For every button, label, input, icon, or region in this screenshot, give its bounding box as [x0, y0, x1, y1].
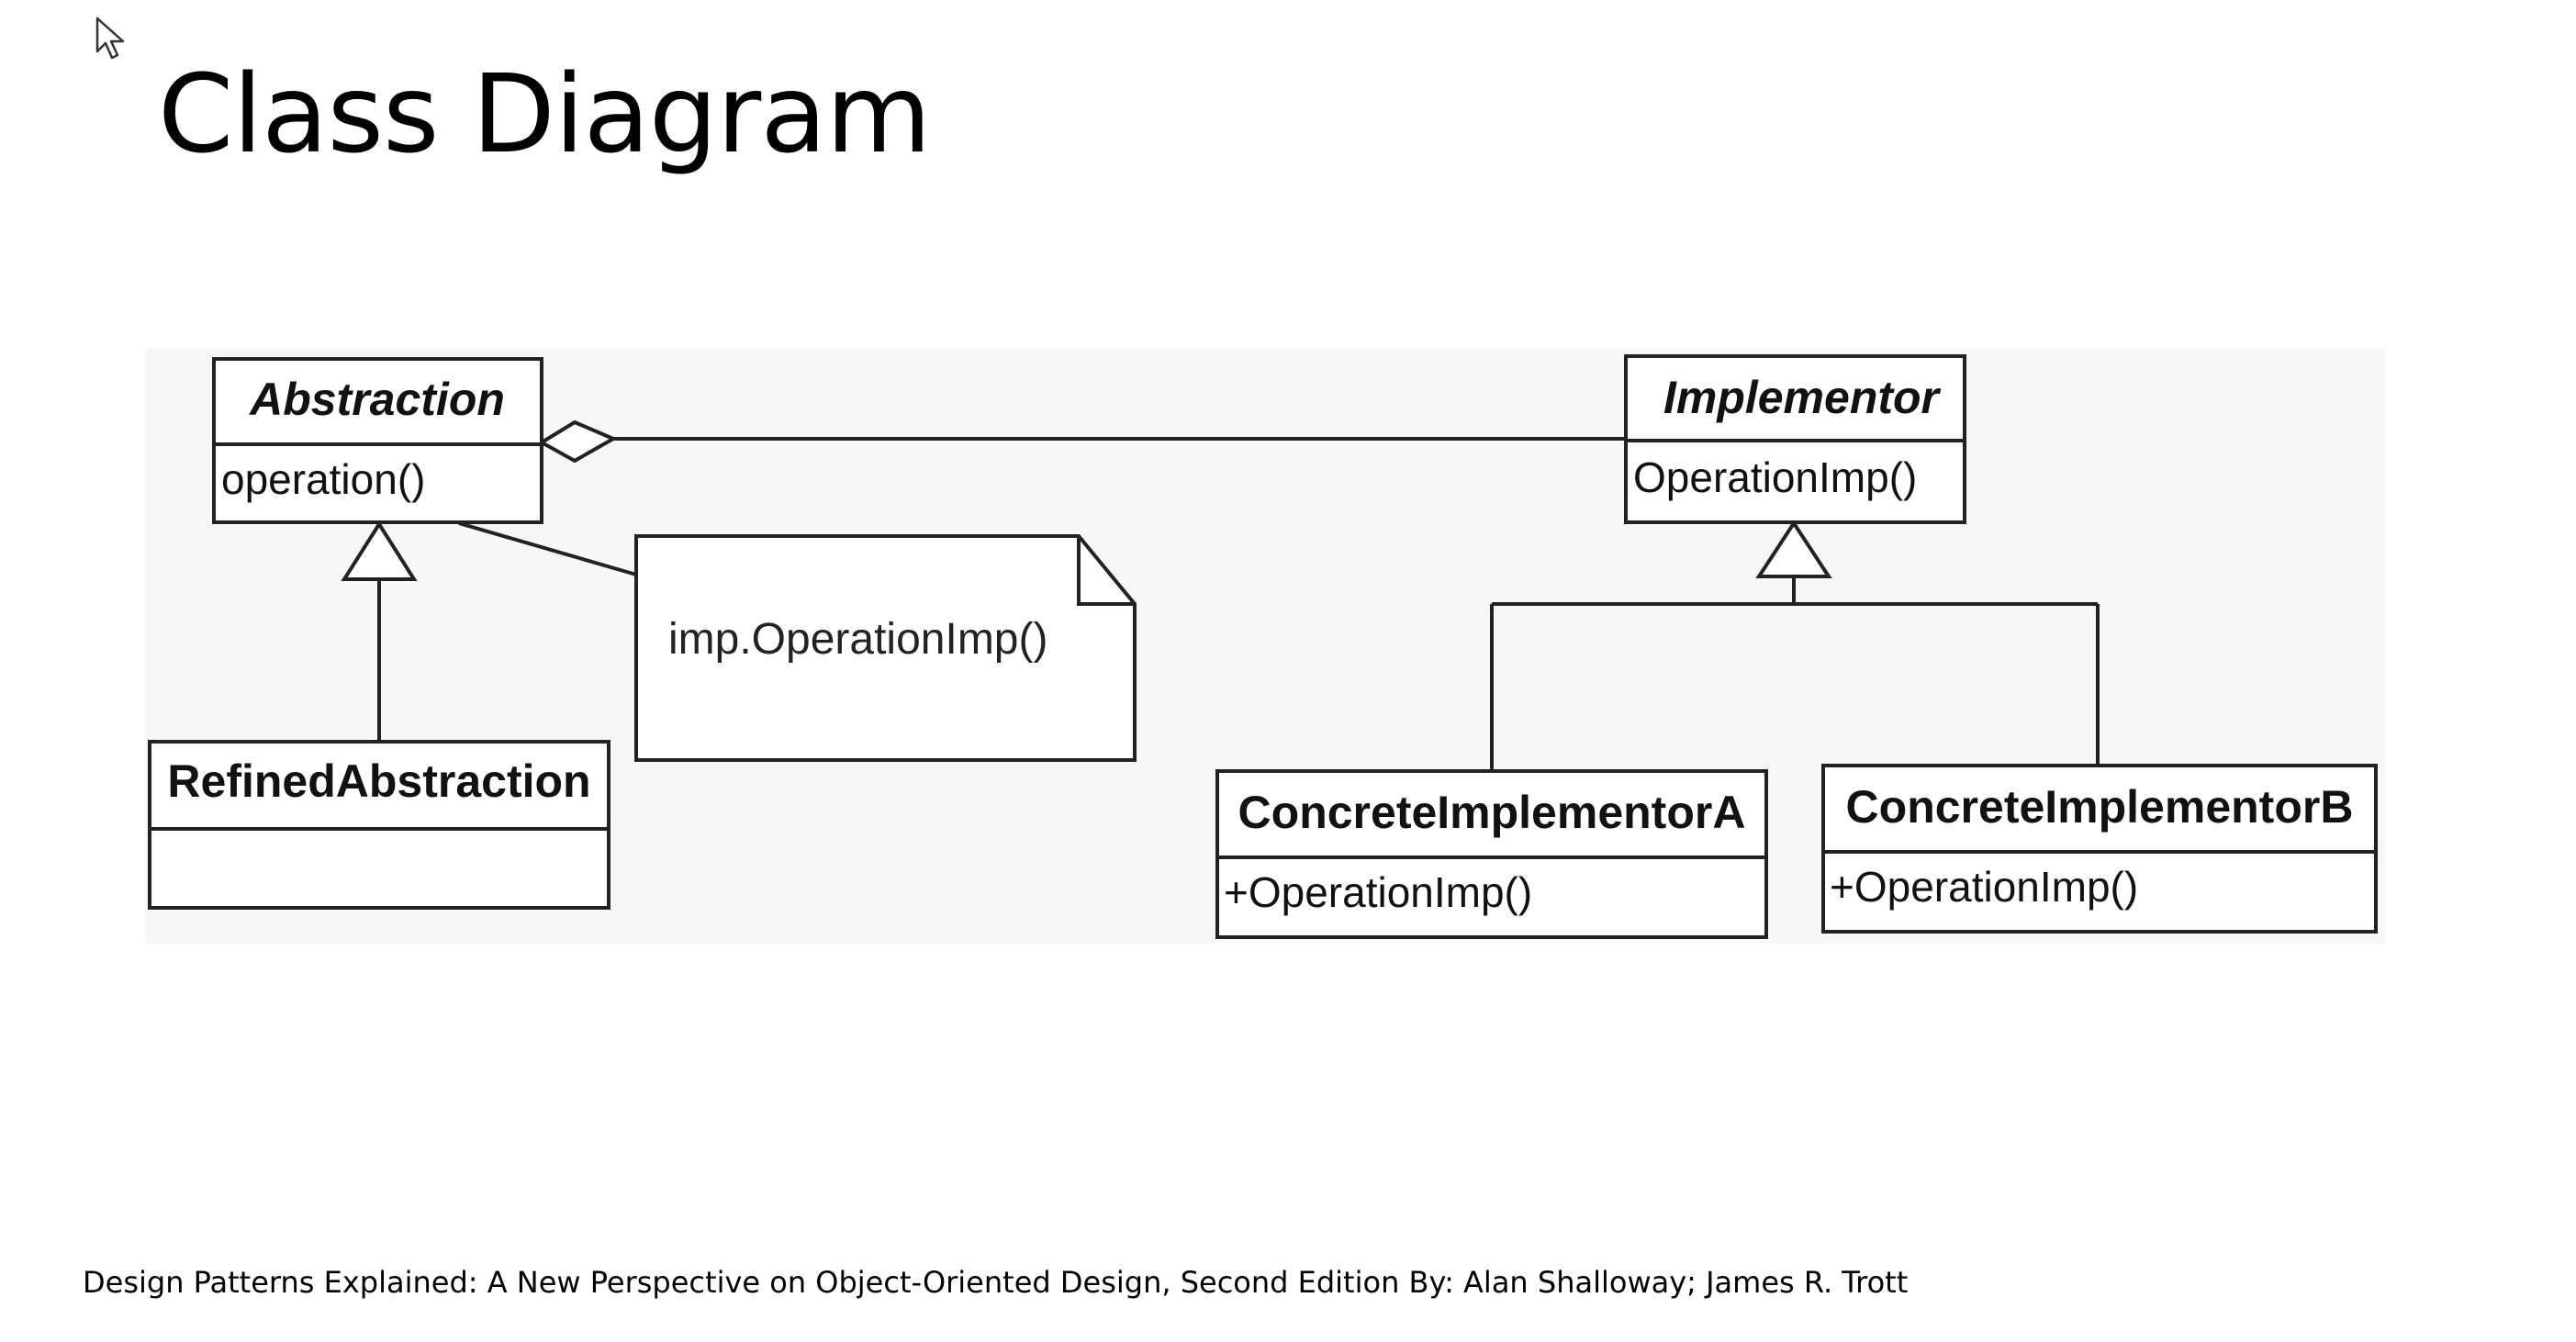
aggregation-diamond-icon [540, 420, 615, 463]
generalization-concrete-implementors [1490, 520, 2100, 771]
class-abstraction-name: Abstraction [248, 374, 505, 425]
note-box: imp.OperationImp() [634, 534, 1137, 762]
class-concrete-implementor-b-operation: +OperationImp() [1830, 863, 2138, 911]
inheritance-triangle-icon [1755, 520, 1832, 578]
class-concrete-implementor-b: ConcreteImplementorB +OperationImp() [1821, 764, 2378, 934]
class-refined-abstraction-name: RefinedAbstraction [167, 755, 590, 807]
uml-class-diagram: Abstraction operation() Implementor Oper… [145, 347, 2385, 944]
note-text: imp.OperationImp() [668, 615, 1047, 664]
class-concrete-implementor-b-name: ConcreteImplementorB [1846, 781, 2354, 833]
class-implementor-name: Implementor [1663, 372, 1942, 423]
note-connector [458, 521, 637, 576]
source-citation: Design Patterns Explained: A New Perspec… [83, 1265, 1909, 1300]
class-abstraction: Abstraction operation() [212, 357, 543, 524]
slide-title: Class Diagram [158, 50, 932, 177]
aggregation-association [540, 420, 1626, 463]
mouse-cursor-icon [95, 17, 125, 60]
class-implementor: Implementor OperationImp() [1624, 354, 1966, 524]
class-implementor-operation: OperationImp() [1633, 453, 1917, 501]
generalization-refined-abstraction [341, 520, 418, 740]
class-concrete-implementor-a: ConcreteImplementorA +OperationImp() [1215, 769, 1768, 939]
class-concrete-implementor-a-operation: +OperationImp() [1224, 868, 1532, 916]
inheritance-triangle-icon [341, 520, 418, 581]
class-abstraction-operation: operation() [221, 455, 425, 503]
class-concrete-implementor-a-name: ConcreteImplementorA [1238, 787, 1746, 838]
class-refined-abstraction: RefinedAbstraction [148, 740, 610, 910]
